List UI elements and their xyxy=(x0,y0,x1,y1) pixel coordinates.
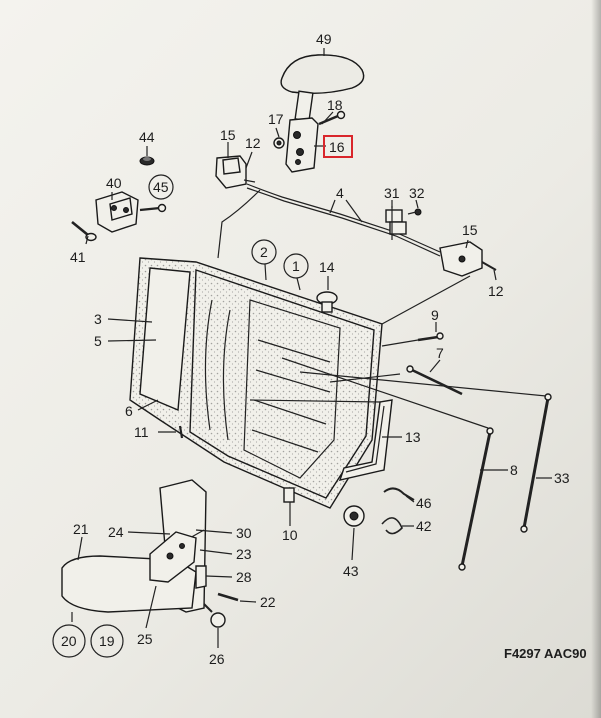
seat-backrest xyxy=(129,257,383,509)
callout-12-left: 12 xyxy=(245,135,261,151)
callout-40: 40 xyxy=(106,175,122,191)
callout-41: 41 xyxy=(70,249,86,265)
callout-16: 16 xyxy=(329,139,345,155)
callout-14: 14 xyxy=(319,259,335,275)
callout-15-right: 15 xyxy=(462,222,478,238)
cable-line-9 xyxy=(381,339,419,347)
callout-7: 7 xyxy=(436,345,444,361)
callout-12-right: 12 xyxy=(488,283,504,299)
callout-2: 2 xyxy=(260,244,268,260)
release-cable-4 xyxy=(217,183,441,259)
hinge-mechanism xyxy=(149,531,207,589)
bolt-22 xyxy=(217,592,239,602)
knob-14 xyxy=(316,291,338,313)
bolt-18 xyxy=(318,110,346,126)
callout-49: 49 xyxy=(316,31,332,47)
screw-32 xyxy=(407,208,422,216)
wheel-43 xyxy=(343,505,365,527)
clip-46 xyxy=(383,487,415,501)
callout-26: 26 xyxy=(209,651,225,667)
callout-17: 17 xyxy=(268,111,284,127)
callout-45: 45 xyxy=(153,179,169,195)
callout-22: 22 xyxy=(260,594,276,610)
rod-8 xyxy=(458,427,494,571)
callout-32: 32 xyxy=(409,185,425,201)
latch-bracket-15-left xyxy=(215,155,256,189)
headrest-49 xyxy=(280,54,365,122)
callout-30: 30 xyxy=(236,525,252,541)
nut-44 xyxy=(139,156,155,166)
callout-9: 9 xyxy=(431,307,439,323)
rod-7 xyxy=(406,365,463,396)
callout-43: 43 xyxy=(343,563,359,579)
callout-3: 3 xyxy=(94,311,102,327)
figure-code: F4297 AAC90 xyxy=(504,646,587,661)
callout-6: 6 xyxy=(125,403,133,419)
highlight-box xyxy=(323,135,353,158)
spring-42 xyxy=(381,517,403,535)
callout-1: 1 xyxy=(292,258,300,274)
callout-28: 28 xyxy=(236,569,252,585)
panel-13 xyxy=(338,399,393,481)
callout-19: 19 xyxy=(99,633,115,649)
callout-4: 4 xyxy=(336,185,344,201)
callout-leaders xyxy=(71,48,552,648)
callout-15-left: 15 xyxy=(220,127,236,143)
callout-25: 25 xyxy=(137,631,153,647)
rod-33 xyxy=(520,393,552,533)
callout-23: 23 xyxy=(236,546,252,562)
page-shadow xyxy=(591,0,601,718)
callout-18: 18 xyxy=(327,97,343,113)
callout-46: 46 xyxy=(416,495,432,511)
callout-24: 24 xyxy=(108,524,124,540)
circle-markers xyxy=(52,174,309,658)
callout-10: 10 xyxy=(282,527,298,543)
callout-11: 11 xyxy=(134,424,149,440)
callout-labels: 49 18 17 16 15 12 44 40 45 41 4 31 32 15… xyxy=(61,31,570,667)
callout-13: 13 xyxy=(405,429,421,445)
callout-44: 44 xyxy=(139,129,155,145)
callout-21: 21 xyxy=(73,521,89,537)
callout-33: 33 xyxy=(554,470,570,486)
bolt-41 xyxy=(71,220,97,242)
bracket-10 xyxy=(283,487,295,503)
bolt-17 xyxy=(273,137,285,149)
screw-45 xyxy=(139,203,167,213)
clip-31 xyxy=(385,206,407,240)
screw-9 xyxy=(417,332,444,342)
callout-31: 31 xyxy=(384,185,400,201)
knob-26 xyxy=(203,603,226,628)
callout-42: 42 xyxy=(416,518,432,534)
headrest-bracket-16 xyxy=(285,117,319,173)
screw-11 xyxy=(158,425,184,439)
callout-20: 20 xyxy=(61,633,77,649)
callout-5: 5 xyxy=(94,333,102,349)
latch-bracket-15-right xyxy=(439,241,497,277)
hinge-40 xyxy=(95,191,139,233)
callout-8: 8 xyxy=(510,462,518,478)
guide-lines xyxy=(249,275,547,429)
